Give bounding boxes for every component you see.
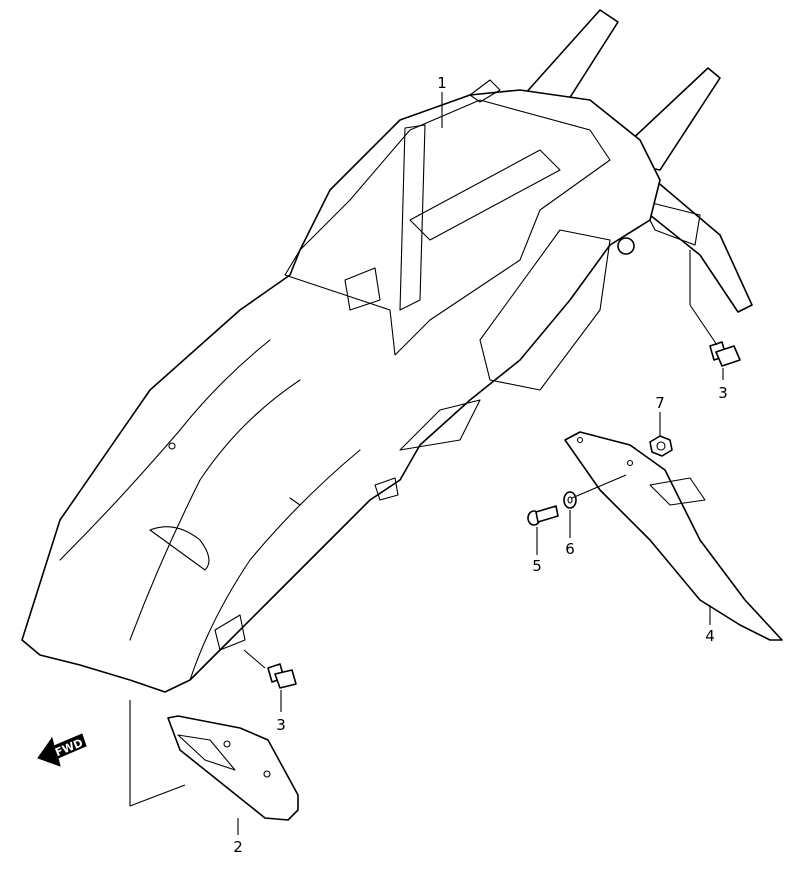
callout-7: 7: [655, 394, 665, 412]
callout-5: 5: [532, 557, 542, 575]
leader-lines: [129, 92, 724, 835]
washer: [563, 491, 577, 509]
callout-4: 4: [705, 627, 715, 645]
callout-3a: 3: [718, 384, 728, 402]
bolt-upper: [709, 341, 741, 367]
lower-cover: [167, 715, 299, 821]
callout-3b: 3: [276, 716, 286, 734]
callout-1: 1: [437, 74, 447, 92]
nut: [649, 435, 673, 457]
screw: [527, 505, 559, 526]
arrow-left-icon: [37, 733, 87, 767]
forward-indicator: FWD: [37, 733, 87, 767]
callout-6: 6: [565, 540, 575, 558]
rear-fender-body: [21, 9, 753, 693]
callout-2: 2: [233, 838, 243, 856]
bolt-lower: [267, 663, 297, 689]
mudguard-panel: [564, 431, 783, 641]
fwd-label: FWD: [53, 736, 85, 759]
